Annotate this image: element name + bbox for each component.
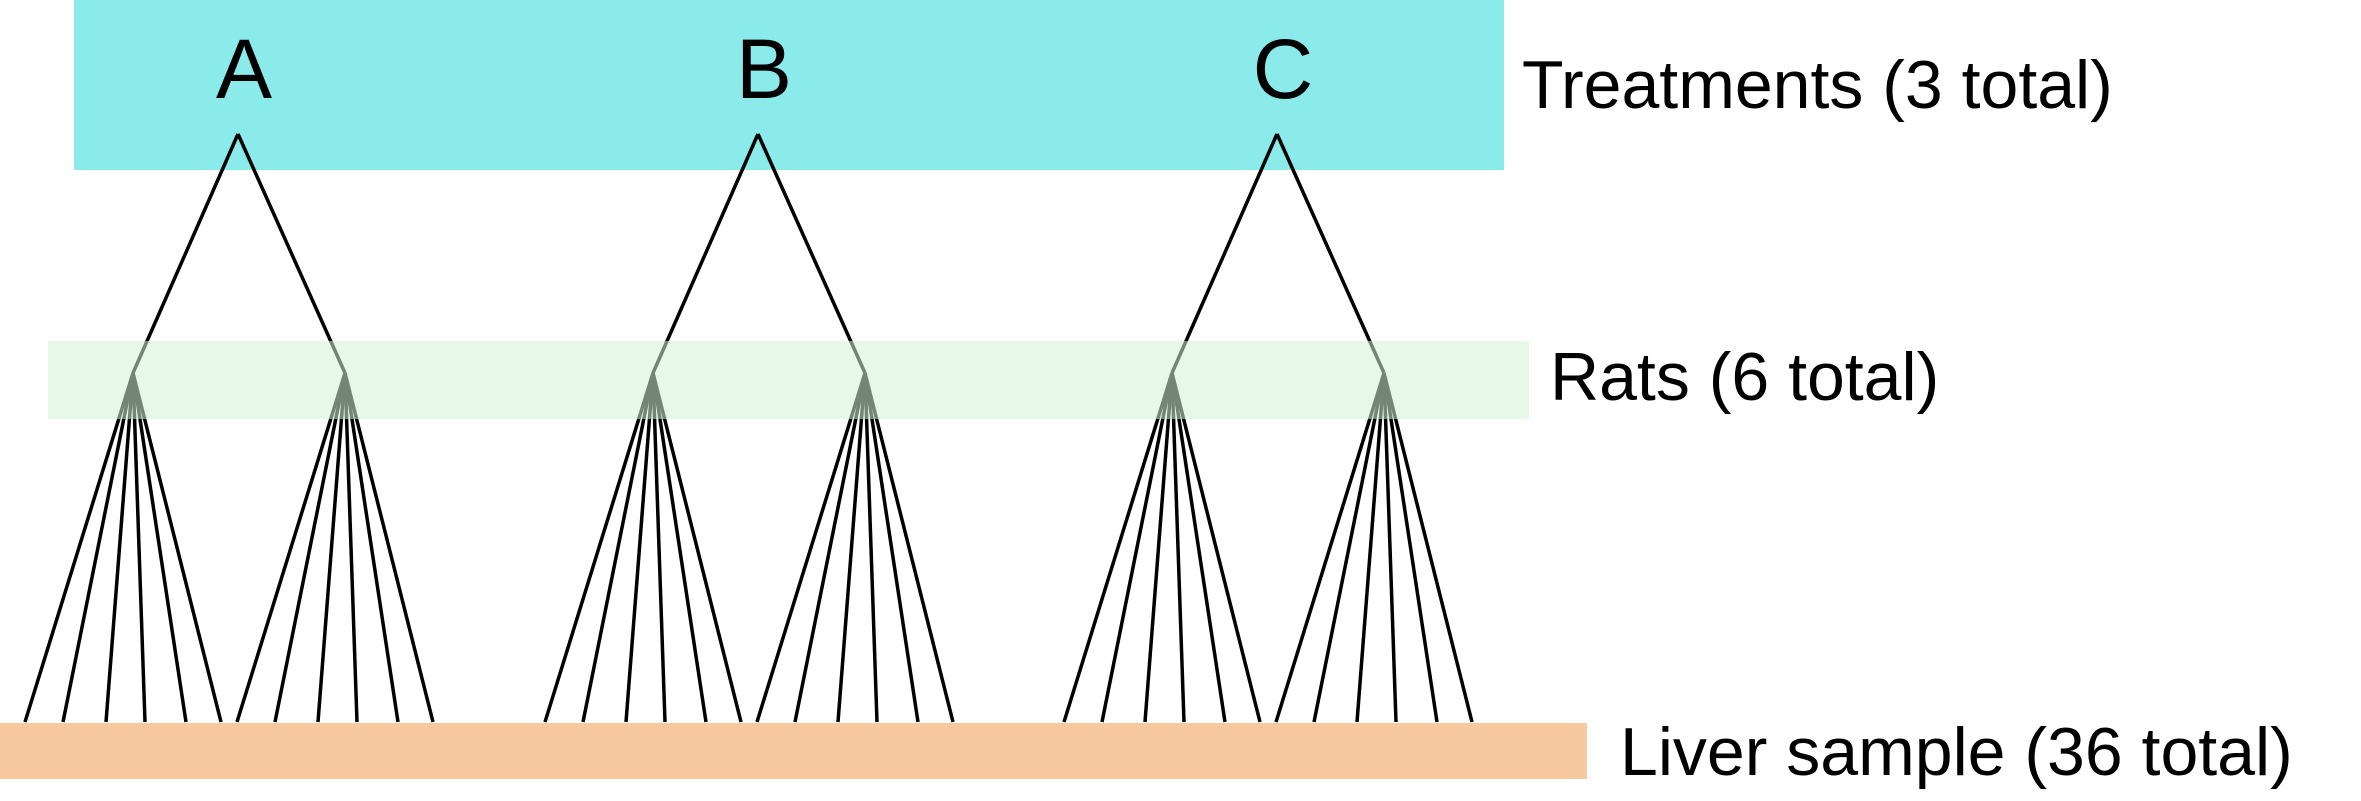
- rat-to-sample-edge: [1100, 372, 1174, 723]
- rat-to-sample-edge: [651, 372, 667, 723]
- rat-to-sample-edge: [1170, 372, 1262, 723]
- rat-to-sample-edge: [624, 372, 655, 723]
- rat-to-sample-edge: [316, 372, 347, 723]
- rat-to-sample-edge: [1170, 372, 1227, 723]
- rat-to-sample-edge: [793, 372, 867, 723]
- treatment-to-rat-edge: [756, 133, 867, 374]
- treatment-letter-b: B: [736, 22, 792, 116]
- treatment-to-rat-edge: [236, 133, 347, 374]
- liver-band: [0, 723, 1587, 779]
- rat-to-sample-edge: [651, 372, 743, 723]
- rat-to-sample-edge: [863, 372, 879, 723]
- rat-to-sample-edge: [343, 372, 400, 723]
- rat-to-sample-edge: [23, 372, 135, 723]
- rat-to-sample-edge: [651, 372, 708, 723]
- treatment-to-rat-edge: [651, 133, 760, 374]
- liver-band-label: Liver sample (36 total): [1620, 714, 2293, 790]
- rat-to-sample-edge: [1355, 372, 1386, 723]
- rat-to-sample-edge: [131, 372, 147, 723]
- rat-to-sample-edge: [1274, 372, 1386, 723]
- rat-to-sample-edge: [273, 372, 347, 723]
- rat-to-sample-edge: [581, 372, 655, 723]
- rats-band: [48, 341, 1529, 419]
- rat-to-sample-edge: [543, 372, 655, 723]
- rats-band-label: Rats (6 total): [1550, 339, 1939, 415]
- treatments-band: [74, 0, 1504, 170]
- rat-to-sample-edge: [61, 372, 135, 723]
- rat-to-sample-edge: [235, 372, 347, 723]
- rat-to-sample-edge: [343, 372, 359, 723]
- treatment-to-rat-edge: [131, 133, 240, 374]
- rat-to-sample-edge: [343, 372, 435, 723]
- rat-to-sample-edge: [836, 372, 867, 723]
- rat-to-sample-edge: [1382, 372, 1474, 723]
- treatment-letter-c: C: [1253, 22, 1314, 116]
- rat-to-sample-edge: [104, 372, 135, 723]
- treatment-letters: A B C: [216, 22, 1313, 116]
- treatment-letter-a: A: [216, 22, 272, 116]
- treatment-to-rat-edge: [1170, 133, 1279, 374]
- rat-to-sample-edge: [1382, 372, 1439, 723]
- rat-to-sample-edge: [863, 372, 955, 723]
- treatments-band-label: Treatments (3 total): [1522, 47, 2113, 123]
- rat-to-sample-edge: [131, 372, 188, 723]
- rat-to-sample-edge: [1062, 372, 1174, 723]
- rat-to-sample-edge: [1382, 372, 1398, 723]
- rat-to-sample-edge: [755, 372, 867, 723]
- rat-to-sample-edge: [131, 372, 223, 723]
- rat-to-sample-edge: [863, 372, 920, 723]
- rat-to-sample-edge: [1143, 372, 1174, 723]
- treatment-to-rat-edge: [1275, 133, 1386, 374]
- tree-edges: [23, 133, 1474, 723]
- rat-to-sample-edge: [1312, 372, 1386, 723]
- rat-to-sample-edge: [1170, 372, 1186, 723]
